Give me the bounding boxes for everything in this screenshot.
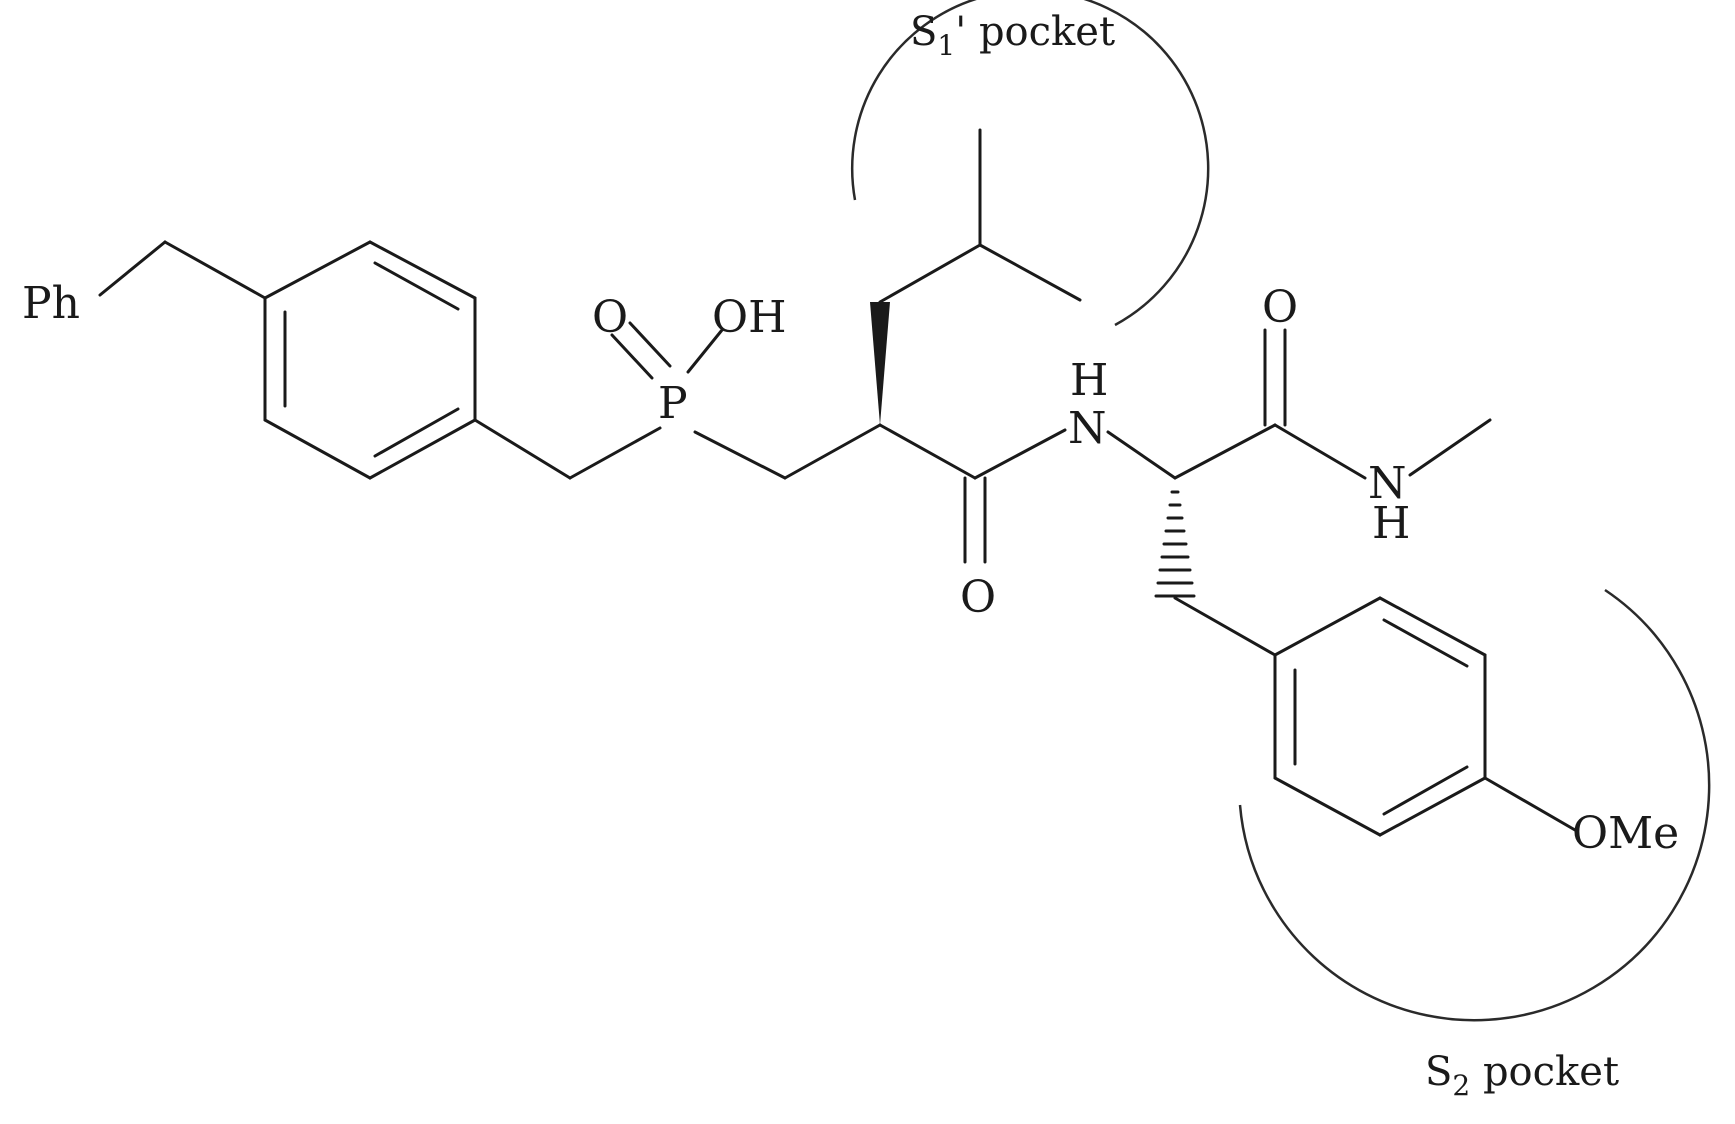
methoxyphenylalanine-residue: [1154, 328, 1577, 837]
phenyl-label: Ph: [22, 278, 80, 329]
amide-nitrogen-1-label: N: [1068, 403, 1107, 454]
phosphinic-acid-group: [610, 321, 787, 480]
phosphorus-label: P: [658, 378, 688, 429]
s1-prime-pocket-label: S1' pocket: [910, 9, 1115, 62]
carbonyl-oxygen-2-label: O: [1262, 282, 1298, 333]
amide-hydrogen-1-label: H: [1070, 355, 1108, 406]
hydroxyl-label: OH: [712, 292, 786, 343]
left-benzyl-group: [98, 240, 662, 480]
amide-nitrogen-2-label: N: [1368, 458, 1407, 509]
hashed-wedge-bond: [1154, 490, 1196, 598]
phosphoryl-oxygen-label: O: [592, 292, 628, 343]
s1-prime-pocket-arc: [850, 0, 1210, 327]
wedge-bond: [870, 302, 890, 425]
backbone-and-isobutyl: [783, 128, 1177, 564]
s2-pocket-label: S2 pocket: [1425, 1049, 1619, 1102]
amide-hydrogen-2-label: H: [1372, 498, 1410, 549]
carbonyl-oxygen-1-label: O: [960, 572, 996, 623]
s2-pocket-arc: [1238, 588, 1711, 1022]
methoxy-label: OMe: [1572, 808, 1679, 859]
